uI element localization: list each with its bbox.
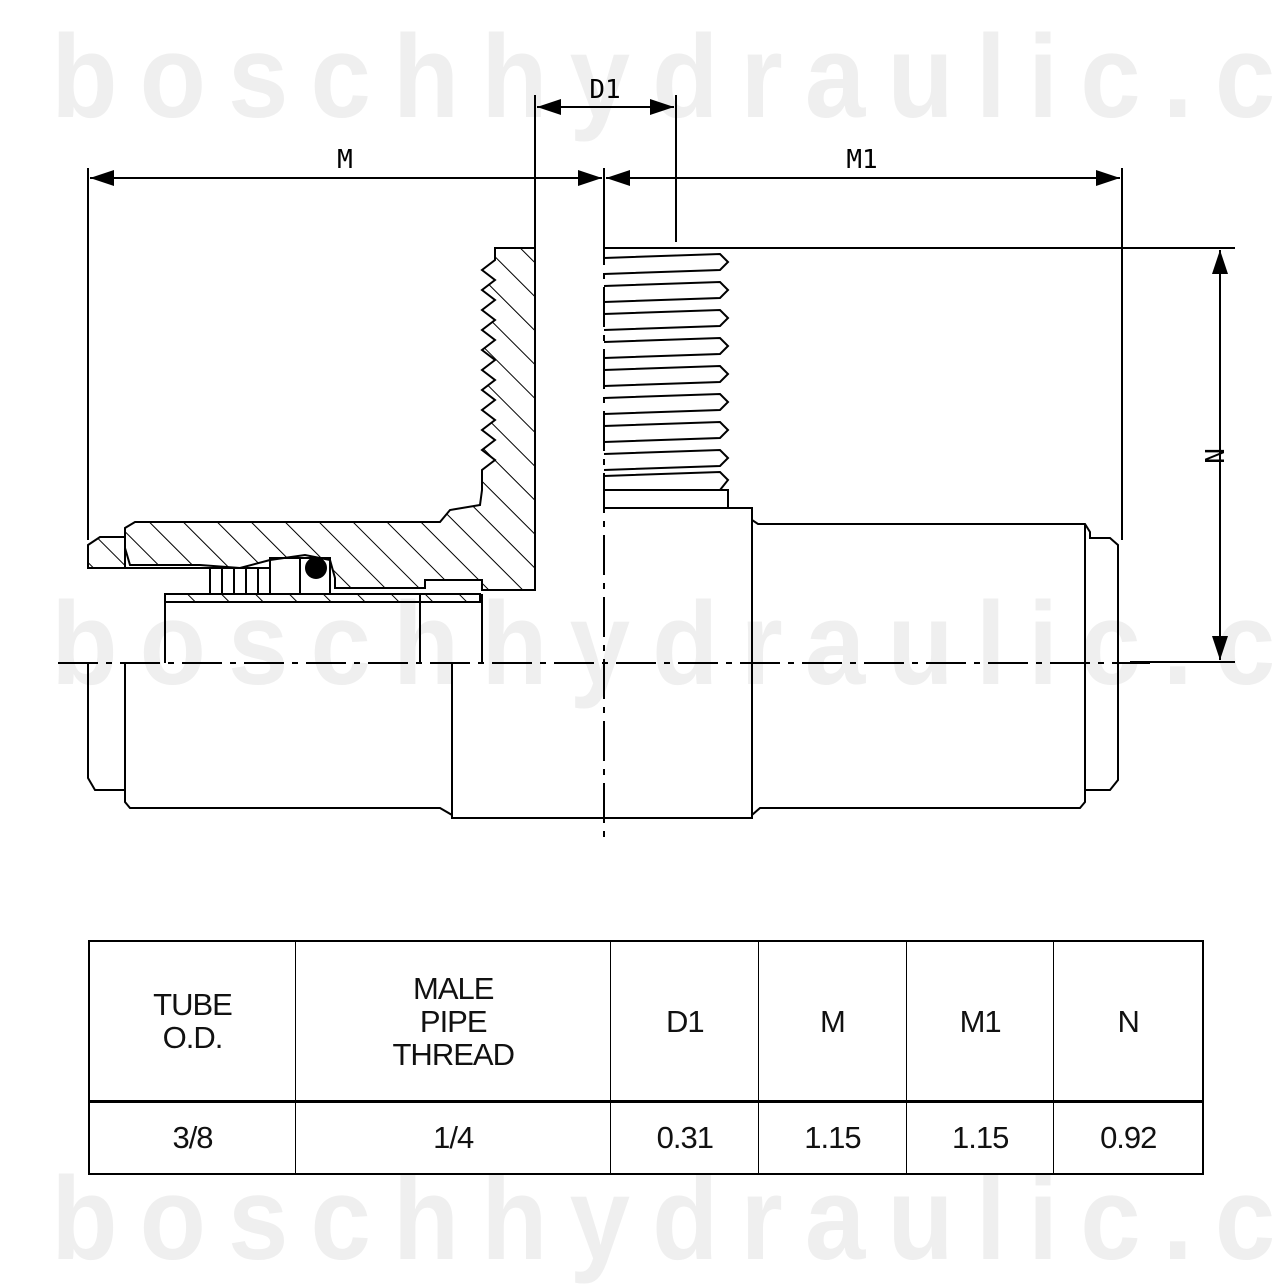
cell-m1: 1.15: [905, 1101, 1055, 1175]
header-m: M: [758, 940, 907, 1102]
header-n: N: [1053, 940, 1204, 1102]
header-m1: M1: [905, 940, 1055, 1102]
table-row: 3/8 1/4 0.31 1.15 1.15 0.92: [88, 1101, 1204, 1175]
cell-n: 0.92: [1053, 1101, 1204, 1175]
fitting-body-outline: [87, 507, 1119, 819]
male-pipe-thread: [603, 247, 730, 509]
dim-label-m1: M1: [846, 145, 877, 175]
fitting-section-hatched: [87, 247, 536, 591]
technical-drawing: D1 M M1 N: [58, 75, 1235, 845]
dimension-lines: [87, 95, 1235, 663]
ferrule-and-seal: [164, 557, 483, 663]
cell-male-pipe-thread: 1/4: [295, 1101, 612, 1175]
watermark-top: boschhydraulic.com: [51, 11, 1280, 143]
cell-m: 1.15: [758, 1101, 907, 1175]
dim-label-n: N: [1198, 448, 1228, 464]
centerlines: [58, 225, 1150, 845]
watermark-middle: boschhydraulic.com: [51, 578, 1280, 710]
cell-tube-od: 3/8: [88, 1101, 297, 1175]
cell-d1: 0.31: [610, 1101, 760, 1175]
dim-label-m: M: [337, 145, 353, 175]
watermark-bottom: boschhydraulic.com: [51, 1153, 1280, 1285]
header-d1: D1: [610, 940, 760, 1102]
dim-label-d1: D1: [589, 75, 620, 105]
